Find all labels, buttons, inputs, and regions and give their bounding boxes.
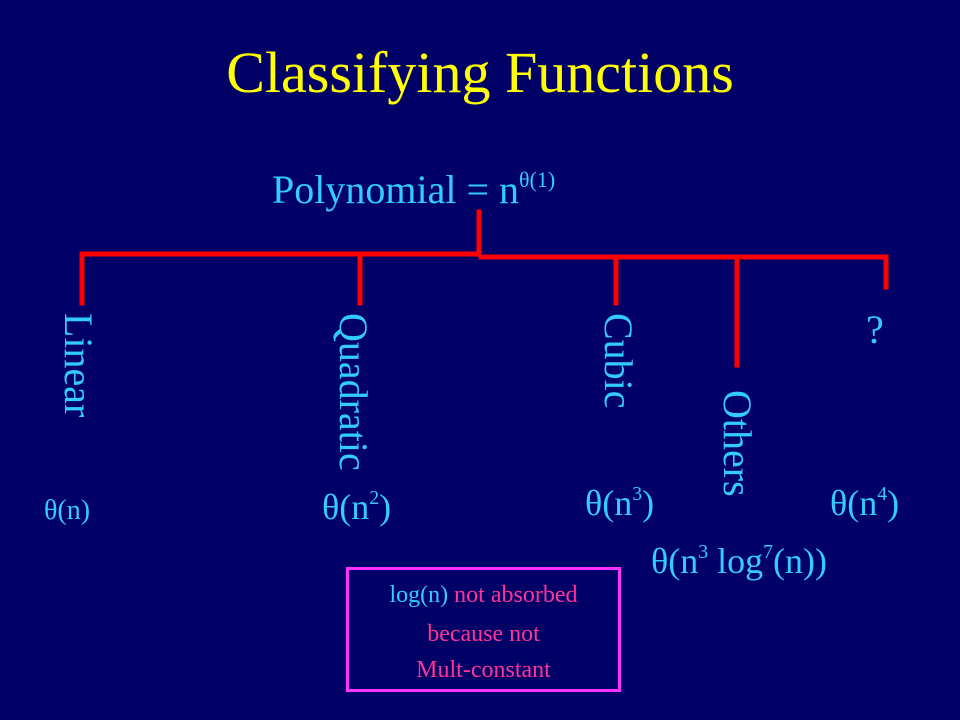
root-exponent: θ(1) — [519, 166, 556, 192]
theta-quadratic: θ(n2) — [322, 486, 391, 528]
branch-cubic-label: Cubic — [596, 313, 641, 409]
note-not-absorbed: not absorbed — [448, 582, 578, 608]
theta-cubic-base: θ(n — [585, 483, 633, 523]
branch-quadratic-label: Quadratic — [331, 313, 376, 471]
page-title: Classifying Functions — [226, 40, 734, 105]
theta-cubic-close: ) — [642, 483, 655, 523]
theta-unknown-exp: 4 — [877, 483, 888, 506]
theta-quadratic-base: θ(n — [322, 487, 370, 527]
note-line-2: because not — [427, 621, 540, 647]
branch-unknown-label: ? — [866, 307, 884, 352]
theta-cubic-exp: 3 — [632, 483, 643, 506]
root-node: Polynomial = nθ(1) — [272, 166, 555, 213]
theta-unknown: θ(n4) — [830, 482, 899, 524]
branch-linear-label: Linear — [56, 313, 101, 418]
note-line-3: Mult-constant — [416, 657, 551, 683]
theta-others-a: θ(n — [651, 541, 699, 581]
theta-others-c: (n)) — [773, 541, 827, 581]
note-line-1: log(n) not absorbed — [346, 580, 621, 610]
theta-others-exp1: 3 — [698, 541, 709, 564]
theta-quadratic-close: ) — [379, 487, 392, 527]
note-box — [346, 567, 621, 692]
branch-others-label: Others — [715, 390, 760, 497]
theta-others-b: log — [708, 541, 764, 581]
theta-others: θ(n3 log7(n)) — [651, 540, 827, 582]
theta-cubic: θ(n3) — [585, 482, 654, 524]
theta-others-exp2: 7 — [763, 541, 774, 564]
theta-linear: θ(n) — [44, 495, 91, 526]
note-log-term: log(n) — [389, 582, 449, 608]
root-label: Polynomial — [272, 167, 457, 212]
root-eq: = n — [466, 167, 520, 212]
theta-quadratic-exp: 2 — [369, 487, 380, 510]
theta-unknown-close: ) — [887, 483, 900, 523]
theta-unknown-base: θ(n — [830, 483, 878, 523]
